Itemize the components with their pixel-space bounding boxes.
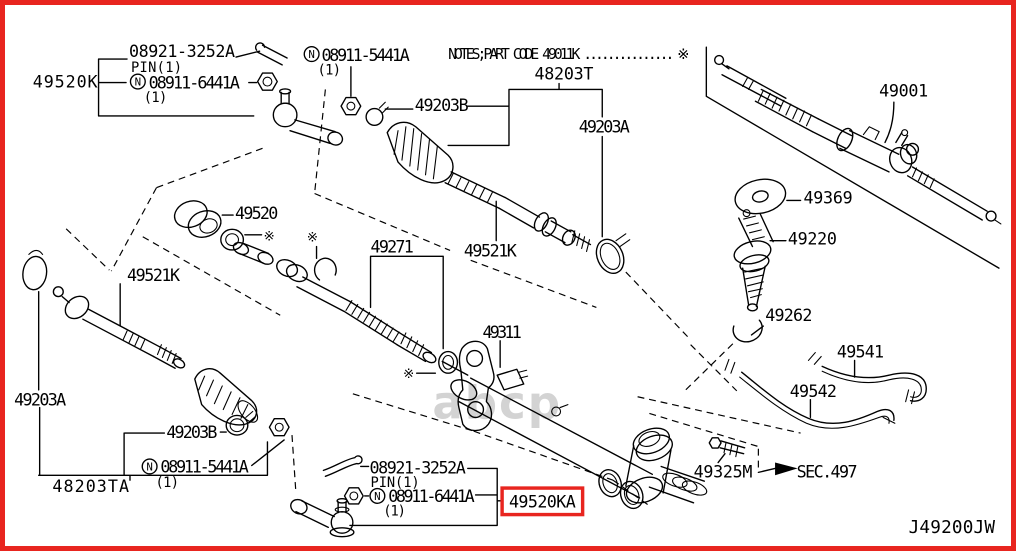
label-pin-bottom-note: PIN(1) [371,475,420,491]
label-49521K-center: 49521K [464,241,517,260]
bracket-49520KA [349,467,502,527]
label-49262: 49262 [765,306,812,325]
group-outer-tie-rod-bottom [290,455,585,538]
circled-n-icon: N [141,458,158,475]
gear-assembly-drawing [713,54,1002,225]
group-gear-assembly [705,46,1002,476]
diagram-code: J49200JW [909,518,996,538]
label-pin-top-note: PIN(1) [131,60,182,76]
lock-nut-left-drawing [268,417,290,437]
label-48203TA: 48203TA [52,477,129,496]
dashed-guide-lines [65,89,801,507]
label-49220: 49220 [788,230,837,249]
label-49520KA-highlighted[interactable]: 49520KA [509,493,576,512]
group-rack-bar [173,200,444,364]
housing-tube-drawing [441,360,654,499]
group-inner-socket-top [340,66,631,275]
group-gear-housing [416,340,708,510]
asterisk-symbol: ※ [307,230,319,246]
label-nut-bottom-code: 08911-6441A [388,487,474,506]
label-49311: 49311 [482,323,521,342]
lock-nut-drawing [340,96,362,116]
steering-boot-left-drawing [194,368,259,426]
label-49271: 49271 [371,237,414,256]
highlight-box-49520KA[interactable] [500,486,585,517]
label-49542: 49542 [790,382,837,401]
tie-rod-end-bottom-drawing [290,497,355,538]
valve-body-drawing [598,427,708,510]
snap-ring-49262-drawing [732,319,764,343]
label-nut-mid-qty: (1) [318,63,342,79]
rack-bar-drawing [232,241,437,364]
label-49369: 49369 [804,188,853,207]
label-49203A-top: 49203A [579,118,630,137]
asterisk-symbol: ※ [403,366,415,382]
steering-boot-drawing [386,121,454,184]
label-pin-bottom-code: 08921-3252A [370,458,466,477]
watermark-logo: abcp [432,376,562,429]
label-49521K-left: 49521K [127,266,180,285]
group-inner-tie-rod-left [22,249,290,481]
inner-tie-rod-left-drawing [52,283,186,369]
boot-clamp-drawing [365,101,389,126]
leader-nut-left [251,439,285,467]
label-49203B-top: 49203B [415,96,469,115]
notes-line: NOTES;PART CODE 49011K ............... ※ [448,46,690,63]
washer-49369-drawing [734,178,802,215]
bolt-49325M-drawing [708,437,746,464]
label-49520K: 49520K [33,72,98,91]
section-arrow [757,462,798,476]
label-49520: 49520 [235,204,278,223]
asterisk-symbol: ※ [264,229,276,245]
label-nut-left-code: 08911-5441A [160,457,248,476]
circled-n-icon: N [369,487,386,504]
inner-tie-rod-drawing [444,171,592,252]
bracket-lines [97,50,261,117]
pipe-49541-drawing [807,352,927,405]
bracket-48203TA [37,406,269,481]
label-nut-mid-code: 08911-5441A [321,46,409,65]
circled-n-icon: N [129,73,146,90]
label-nut-bottom-qty: (1) [383,504,406,520]
group-outer-tie-rod-top [97,42,344,146]
label-49541: 49541 [837,342,884,361]
leader-lines [350,66,603,242]
label-48203T: 48203T [535,65,594,84]
clamp-49311-drawing [496,340,529,391]
label-49325M: 49325M [694,462,753,481]
castle-nut-bottom-drawing [343,487,370,505]
label-49001: 49001 [879,81,928,100]
label-nut-left-qty: (1) [156,475,180,491]
circled-n-icon: N [303,46,320,63]
mount-bracket-drawing [457,340,495,432]
leader-49001 [884,101,895,144]
n-prefix: N [146,460,153,473]
label-nut-top-qty: (1) [144,90,168,106]
label-sec-497: SEC.497 [797,462,858,481]
snap-ring-drawing [313,245,337,281]
label-49203A-left: 49203A [14,391,66,410]
boot-clamp-left-drawing [225,410,257,436]
clamp-49203A-drawing [22,249,48,391]
castle-nut-drawing [256,72,278,91]
pinion-shaft-49220-drawing [733,209,787,312]
n-prefix: N [135,76,142,89]
n-prefix: N [308,48,315,61]
n-prefix: N [374,490,381,503]
label-49203B-bottom: 49203B [166,423,217,442]
pipe-49542-drawing [724,358,896,429]
cotter-pin-bottom-drawing [322,455,363,477]
tie-rod-end-drawing [272,88,344,146]
exploded-diagram: abcp [14,42,1002,538]
label-nut-top-code: 08911-6441A [149,73,240,92]
hose-clamp-drawing [595,233,631,275]
bushing-49520-drawing [173,200,234,238]
cotter-pin-drawing [254,42,288,66]
shelf-lines [705,46,1000,269]
bracket-49271 [369,255,444,350]
label-pin-top-code: 08921-3252A [129,42,235,61]
ring-drawing [220,228,263,251]
